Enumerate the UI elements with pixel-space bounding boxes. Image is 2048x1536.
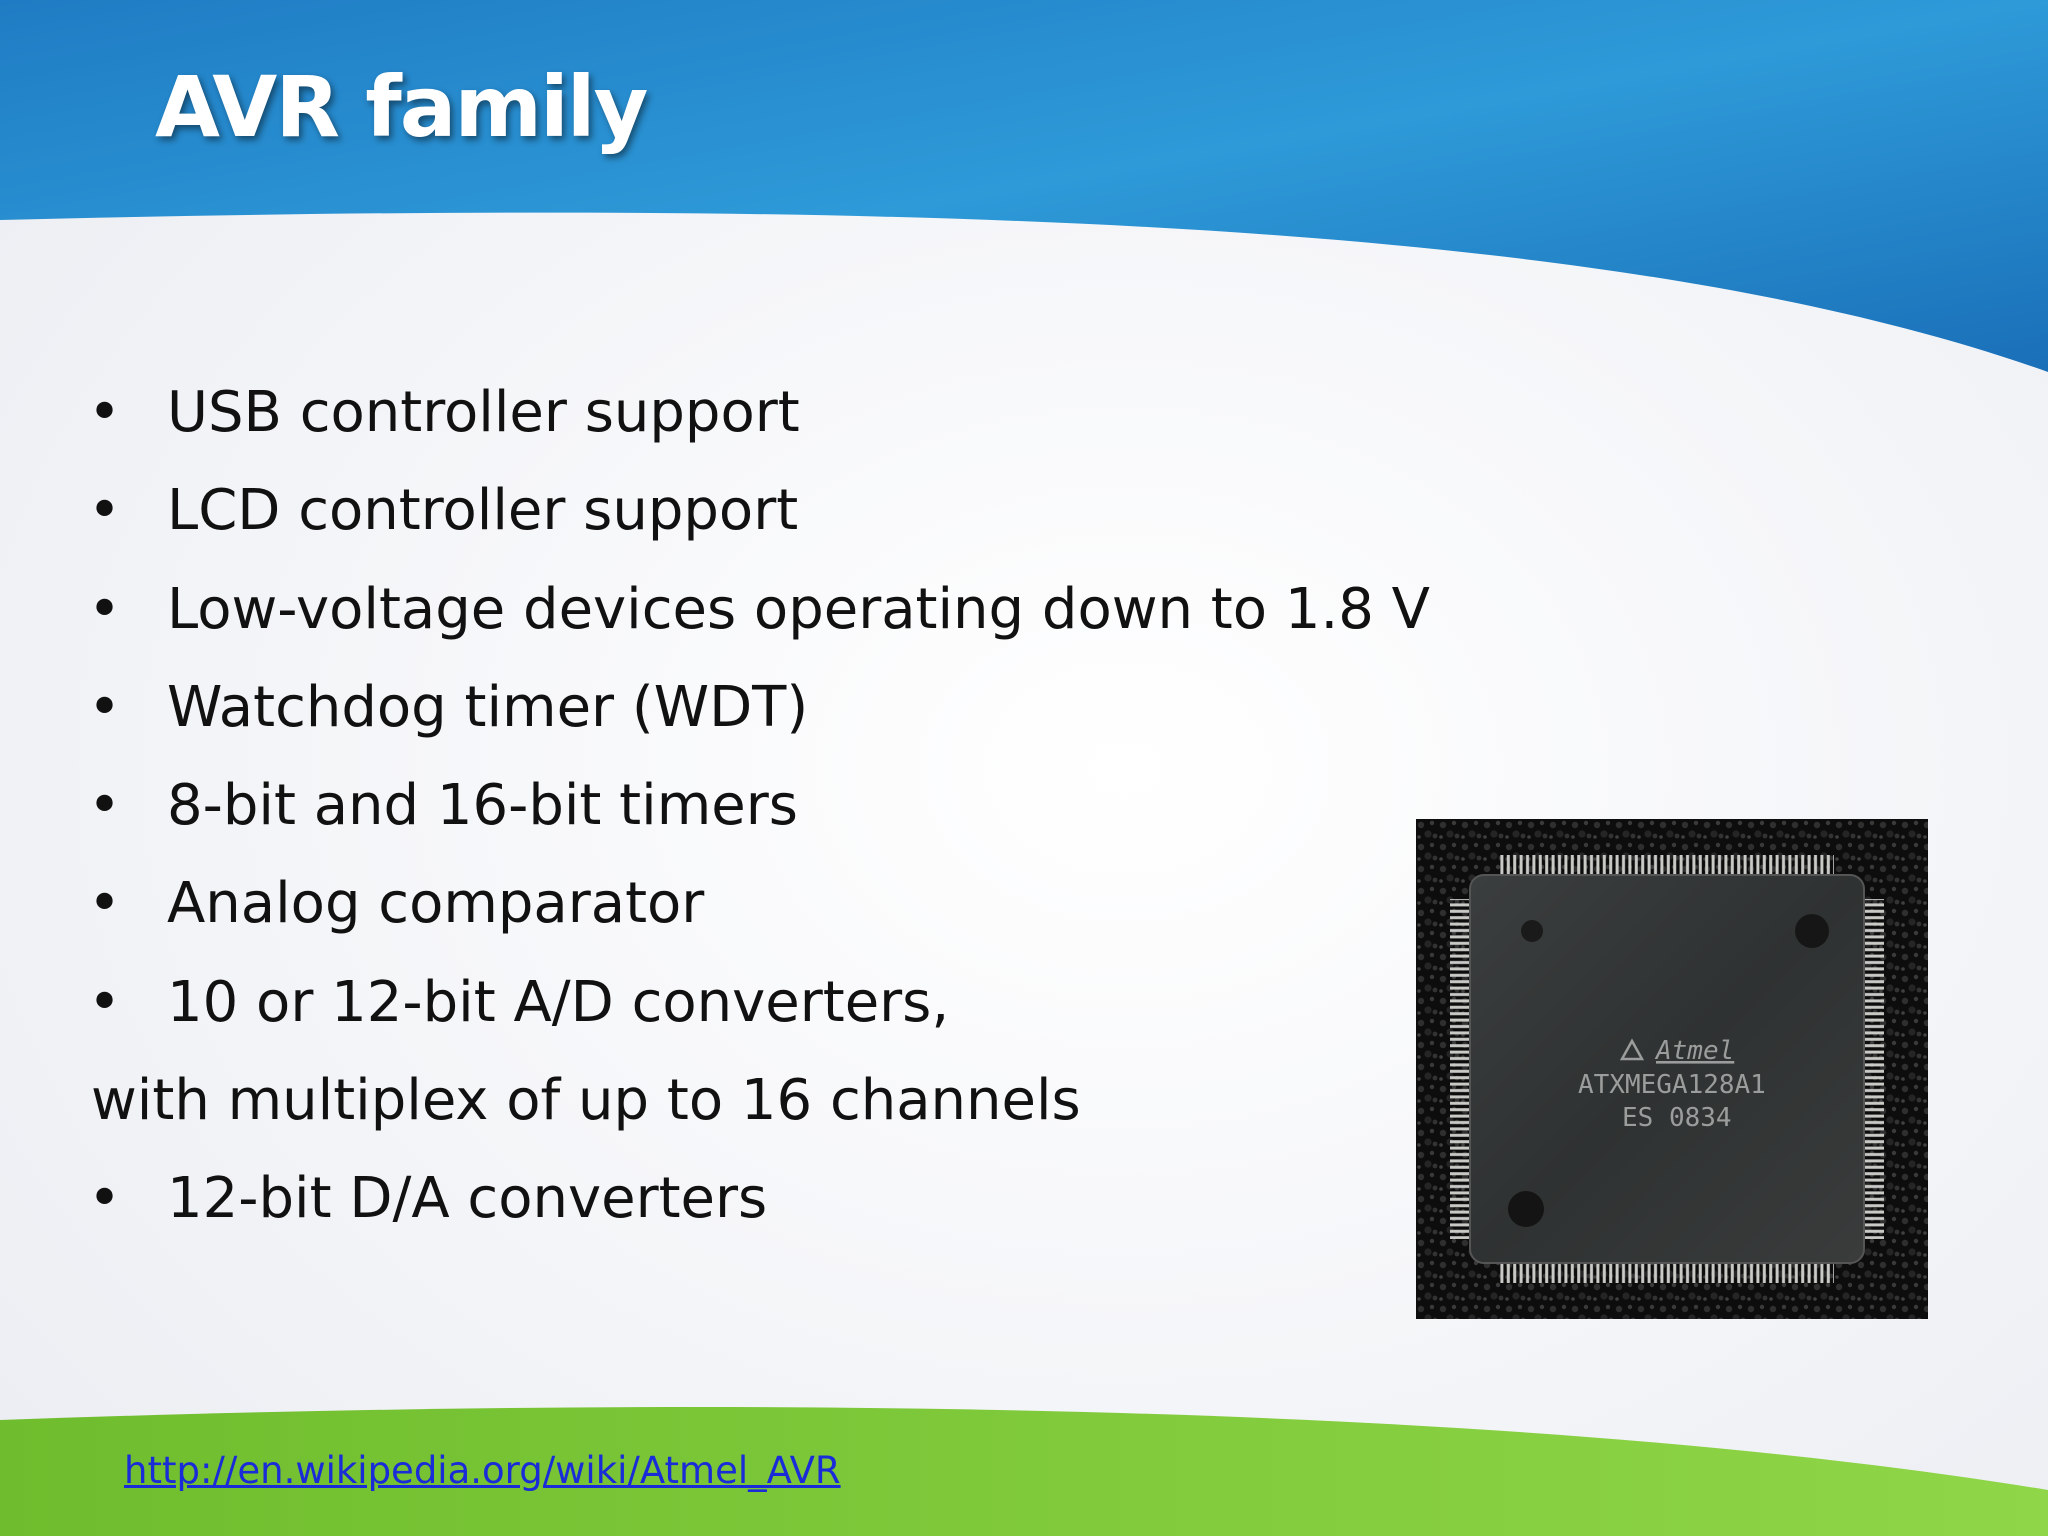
chip-body — [1469, 874, 1865, 1264]
bullet-dot: • — [88, 478, 122, 544]
wikipedia-link[interactable]: http://en.wikipedia.org/wiki/Atmel_AVR — [124, 1449, 841, 1492]
bullet-item: • USB controller support — [88, 364, 1430, 462]
bullet-item: • 10 or 12-bit A/D converters, — [88, 954, 1430, 1052]
bullet-item: • Analog comparator — [88, 855, 1430, 953]
chip-pins-bottom — [1498, 1261, 1834, 1283]
bullet-text: Low-voltage devices operating down to 1.… — [167, 576, 1430, 642]
bullet-dot: • — [88, 1166, 122, 1232]
bullet-dot: • — [88, 969, 122, 1035]
bullet-item: • 8-bit and 16-bit timers — [88, 757, 1430, 855]
chip-pins-left — [1450, 899, 1472, 1239]
bullet-dot: • — [88, 576, 122, 642]
bullet-text: 10 or 12-bit A/D converters, — [167, 969, 950, 1035]
header-band — [0, 0, 2048, 372]
slide-title: AVR family — [155, 58, 648, 156]
bullet-dot: • — [88, 674, 122, 740]
chip-marking: Atmel ATXMEGA128A1 ES 0834 — [1578, 1036, 1766, 1133]
bullet-item: • 12-bit D/A converters — [88, 1150, 1430, 1248]
bullet-text: LCD controller support — [167, 478, 799, 544]
chip-photo: Atmel ATXMEGA128A1 ES 0834 — [1416, 819, 1928, 1319]
bullet-text: USB controller support — [167, 380, 800, 445]
bullet-item: • Watchdog timer (WDT) — [88, 659, 1430, 757]
bullet-item: • Low-voltage devices operating down to 1… — [88, 561, 1430, 659]
bullet-continuation: with multiplex of up to 16 channels — [91, 1068, 1081, 1134]
chip-part-number: ATXMEGA128A1 — [1578, 1070, 1766, 1100]
chip-brand: Atmel — [1654, 1036, 1734, 1066]
chip-lot: ES 0834 — [1622, 1103, 1732, 1133]
bullet-list: • USB controller support • LCD controller … — [88, 364, 1430, 1249]
bullet-text: 12-bit D/A converters — [167, 1166, 768, 1232]
bullet-dot: • — [88, 871, 122, 937]
chip-pins-right — [1862, 899, 1884, 1239]
bullet-text: Watchdog timer (WDT) — [167, 674, 809, 740]
footer-band — [0, 1407, 2048, 1536]
bullet-dot: • — [88, 773, 122, 839]
bullet-text: Analog comparator — [167, 871, 705, 937]
bullet-text: 8-bit and 16-bit timers — [167, 773, 798, 839]
triangle-logo-icon — [1619, 1038, 1645, 1061]
bullet-item: • LCD controller support — [88, 462, 1430, 560]
bullet-dot: • — [88, 380, 122, 445]
chip-pins-top — [1498, 855, 1834, 877]
